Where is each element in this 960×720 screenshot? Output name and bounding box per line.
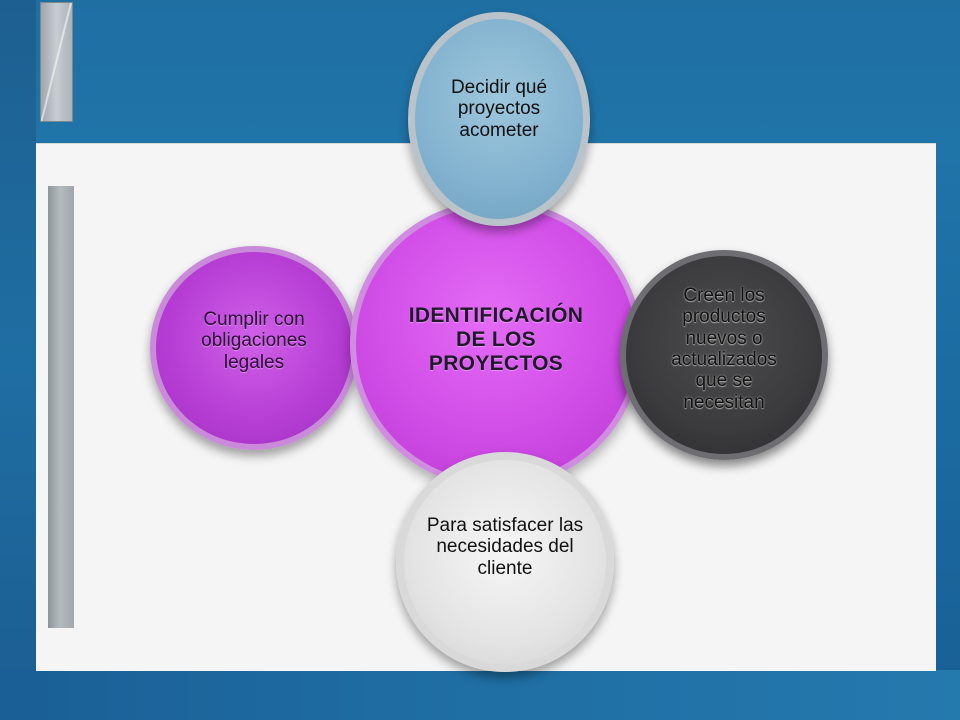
circle-right: Creen los productos nuevos o actualizado… <box>620 250 828 460</box>
background-bottom-band <box>0 670 960 720</box>
circle-center-label: IDENTIFICACIÓN DE LOS PROYECTOS <box>408 304 584 375</box>
circle-top-label: Decidir qué proyectos acometer <box>450 76 548 141</box>
circle-right-label: Creen los productos nuevos o actualizado… <box>671 284 777 413</box>
circle-top: Decidir qué proyectos acometer <box>408 12 590 226</box>
circle-left: Cumplir con obligaciones legales <box>150 246 358 450</box>
circle-center: IDENTIFICACIÓN DE LOS PROYECTOS <box>350 200 642 488</box>
circle-left-label: Cumplir con obligaciones legales <box>201 308 307 373</box>
decorative-side-bar <box>48 186 74 628</box>
decorative-top-bar <box>40 2 73 122</box>
circle-bottom-label: Para satisfacer las necesidades del clie… <box>426 514 584 579</box>
circle-bottom: Para satisfacer las necesidades del clie… <box>396 452 614 672</box>
background-left-column <box>0 0 36 720</box>
